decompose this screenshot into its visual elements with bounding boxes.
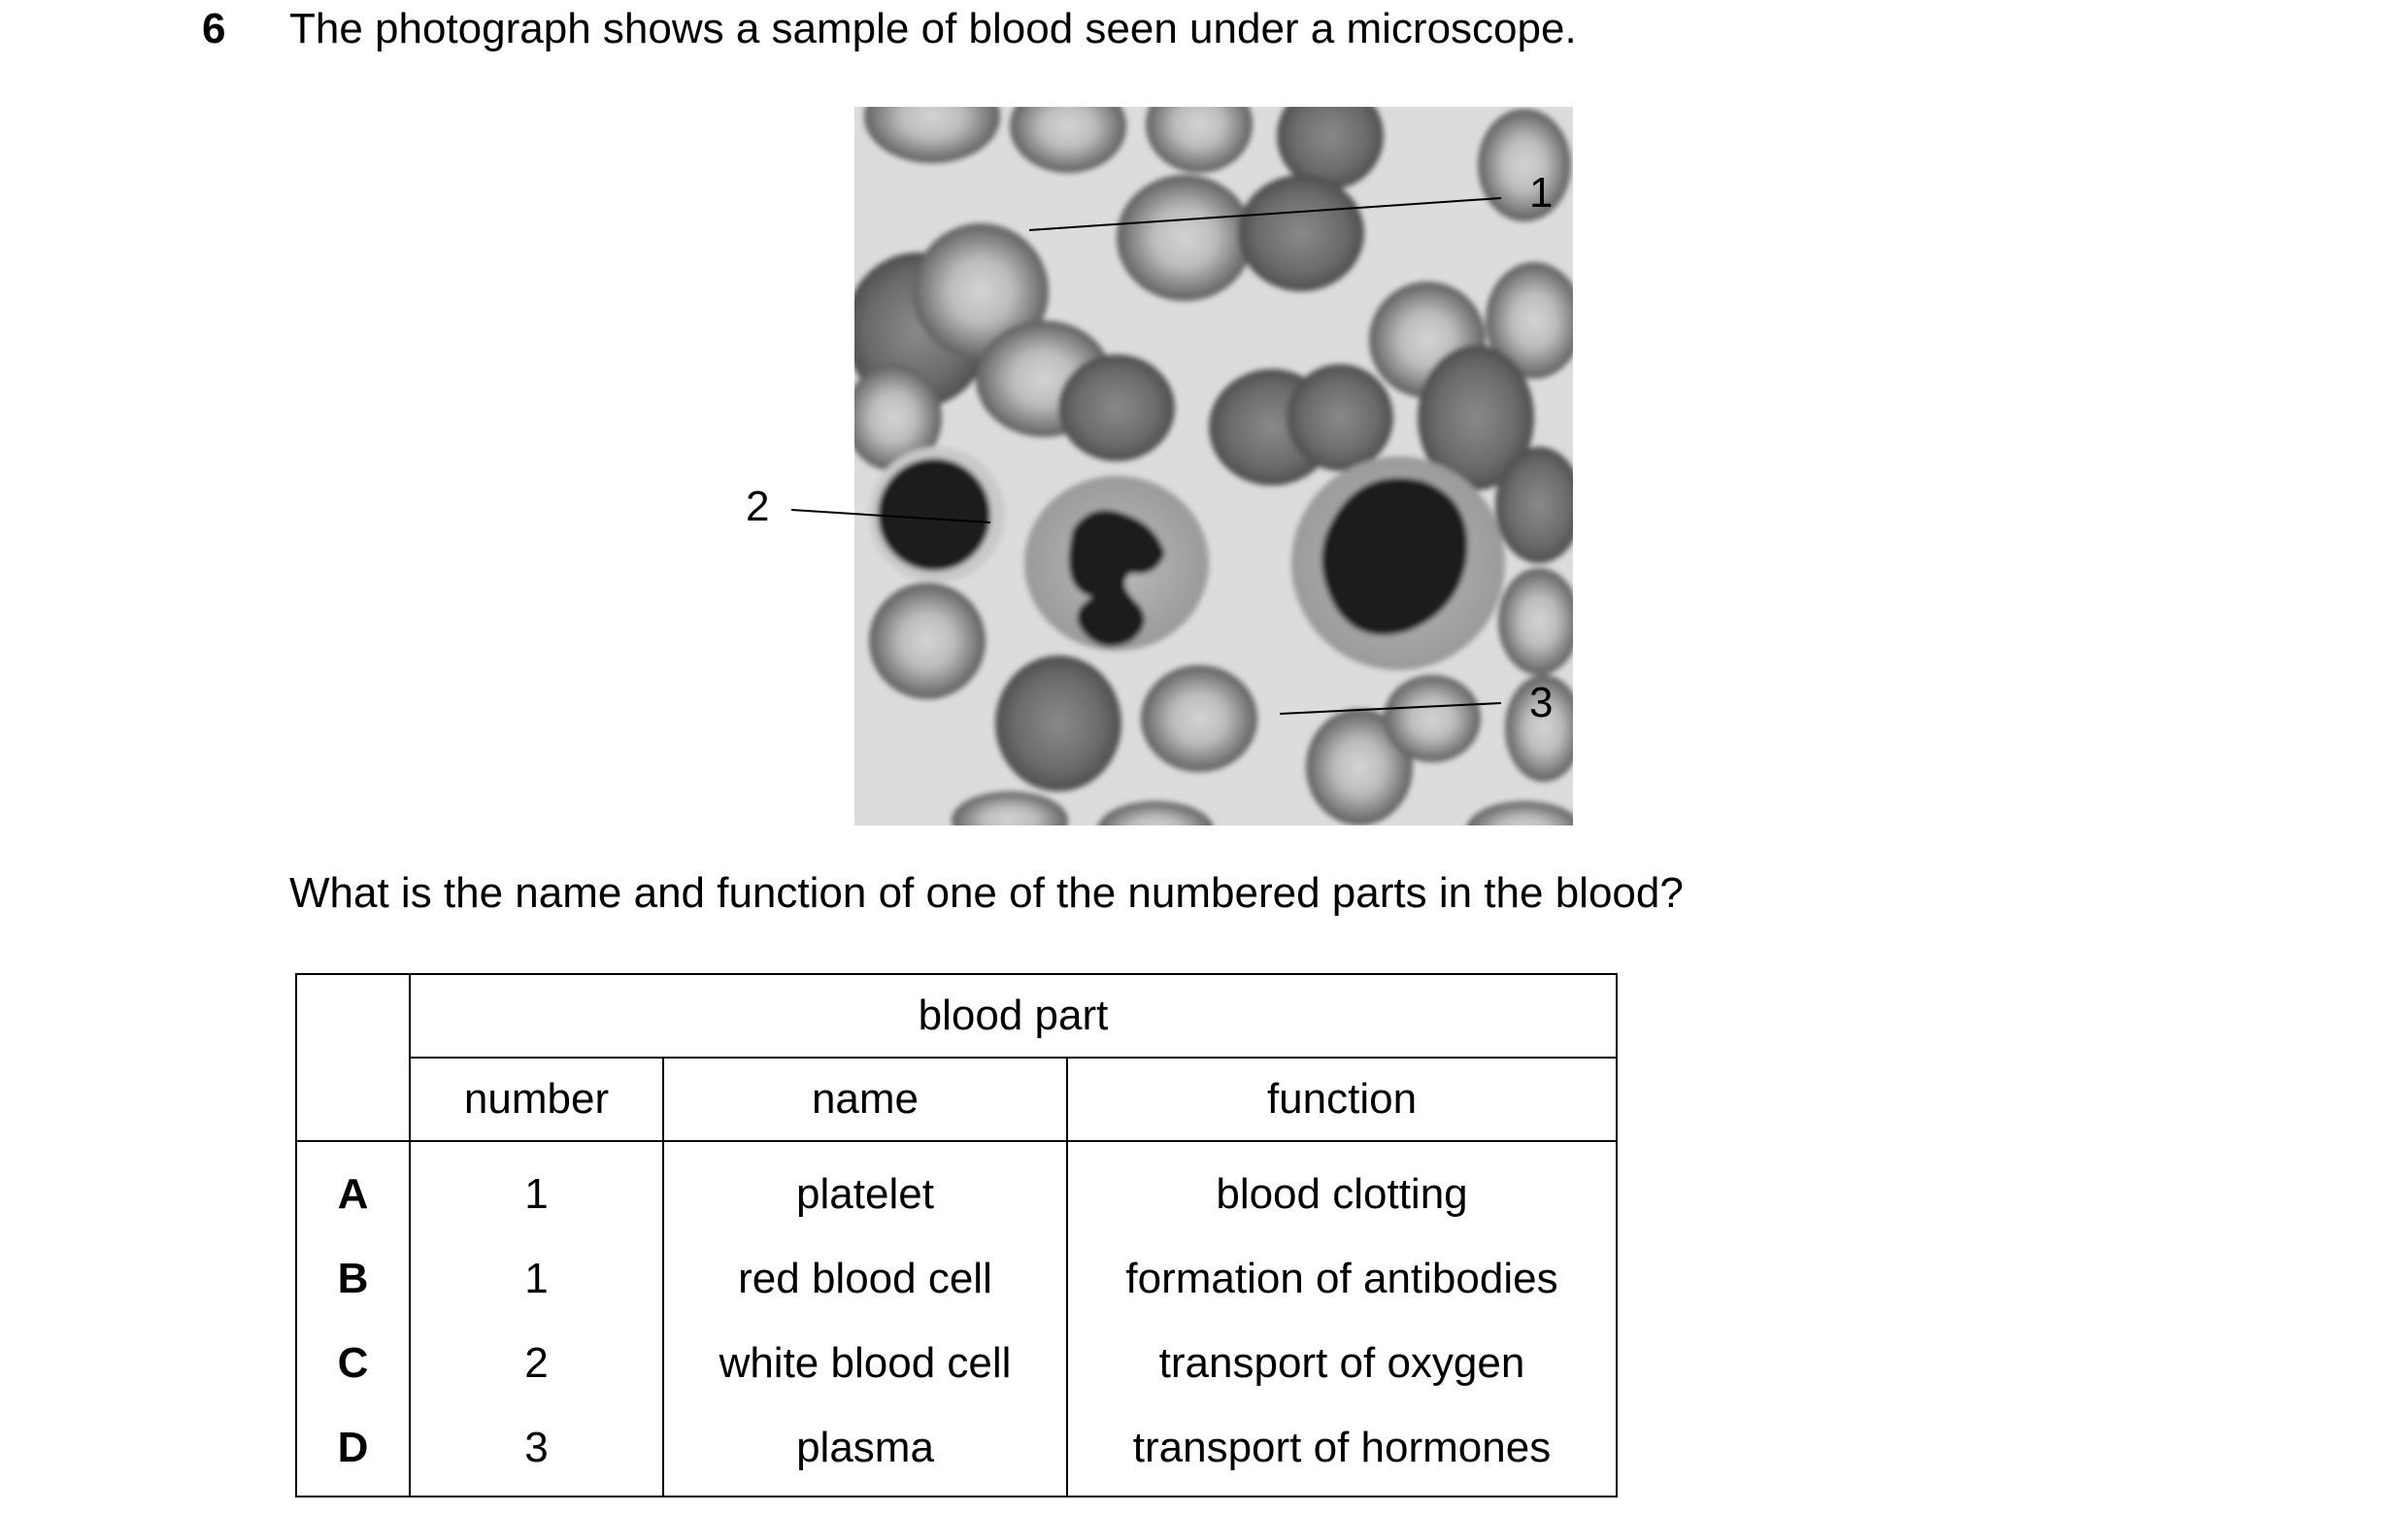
option-name: red blood cell xyxy=(662,1236,1068,1321)
option-number: 3 xyxy=(409,1405,664,1497)
column-header-function: function xyxy=(1066,1057,1618,1142)
option-number: 1 xyxy=(409,1236,664,1321)
label-3: 3 xyxy=(1529,679,1553,726)
option-function: transport of hormones xyxy=(1066,1405,1618,1497)
option-number: 1 xyxy=(409,1141,664,1236)
option-function: formation of antibodies xyxy=(1066,1236,1618,1321)
option-name: platelet xyxy=(662,1141,1068,1236)
label-1-pointer xyxy=(1028,197,1502,231)
table-group-header: blood part xyxy=(409,973,1618,1059)
option-function: blood clotting xyxy=(1066,1141,1618,1236)
label-2: 2 xyxy=(746,483,769,530)
option-number: 2 xyxy=(409,1321,664,1405)
question-number: 6 xyxy=(202,5,226,52)
table-row: B 1 red blood cell formation of antibodi… xyxy=(295,1236,1618,1321)
table-row: D 3 plasma transport of hormones xyxy=(295,1405,1618,1497)
options-table: blood part number name function A 1 plat… xyxy=(295,973,1618,1497)
question-prompt: What is the name and function of one of … xyxy=(289,869,1684,917)
label-1: 1 xyxy=(1529,169,1553,217)
option-letter: A xyxy=(295,1141,411,1236)
table-row: C 2 white blood cell transport of oxygen xyxy=(295,1321,1618,1405)
option-name: white blood cell xyxy=(662,1321,1068,1405)
option-letter: C xyxy=(295,1321,411,1405)
photo-content xyxy=(854,107,1573,825)
column-header-number: number xyxy=(409,1057,664,1142)
microscope-photograph: 1 2 3 xyxy=(746,107,1573,825)
option-function: transport of oxygen xyxy=(1066,1321,1618,1405)
table-corner-cell xyxy=(295,973,411,1142)
question-stem: The photograph shows a sample of blood s… xyxy=(289,5,1577,52)
option-name: plasma xyxy=(662,1405,1068,1497)
option-letter: B xyxy=(295,1236,411,1321)
column-header-name: name xyxy=(662,1057,1068,1142)
table-row: A 1 platelet blood clotting xyxy=(295,1141,1618,1236)
option-letter: D xyxy=(295,1405,411,1497)
label-3-pointer xyxy=(1279,702,1502,715)
label-2-pointer xyxy=(790,509,991,523)
